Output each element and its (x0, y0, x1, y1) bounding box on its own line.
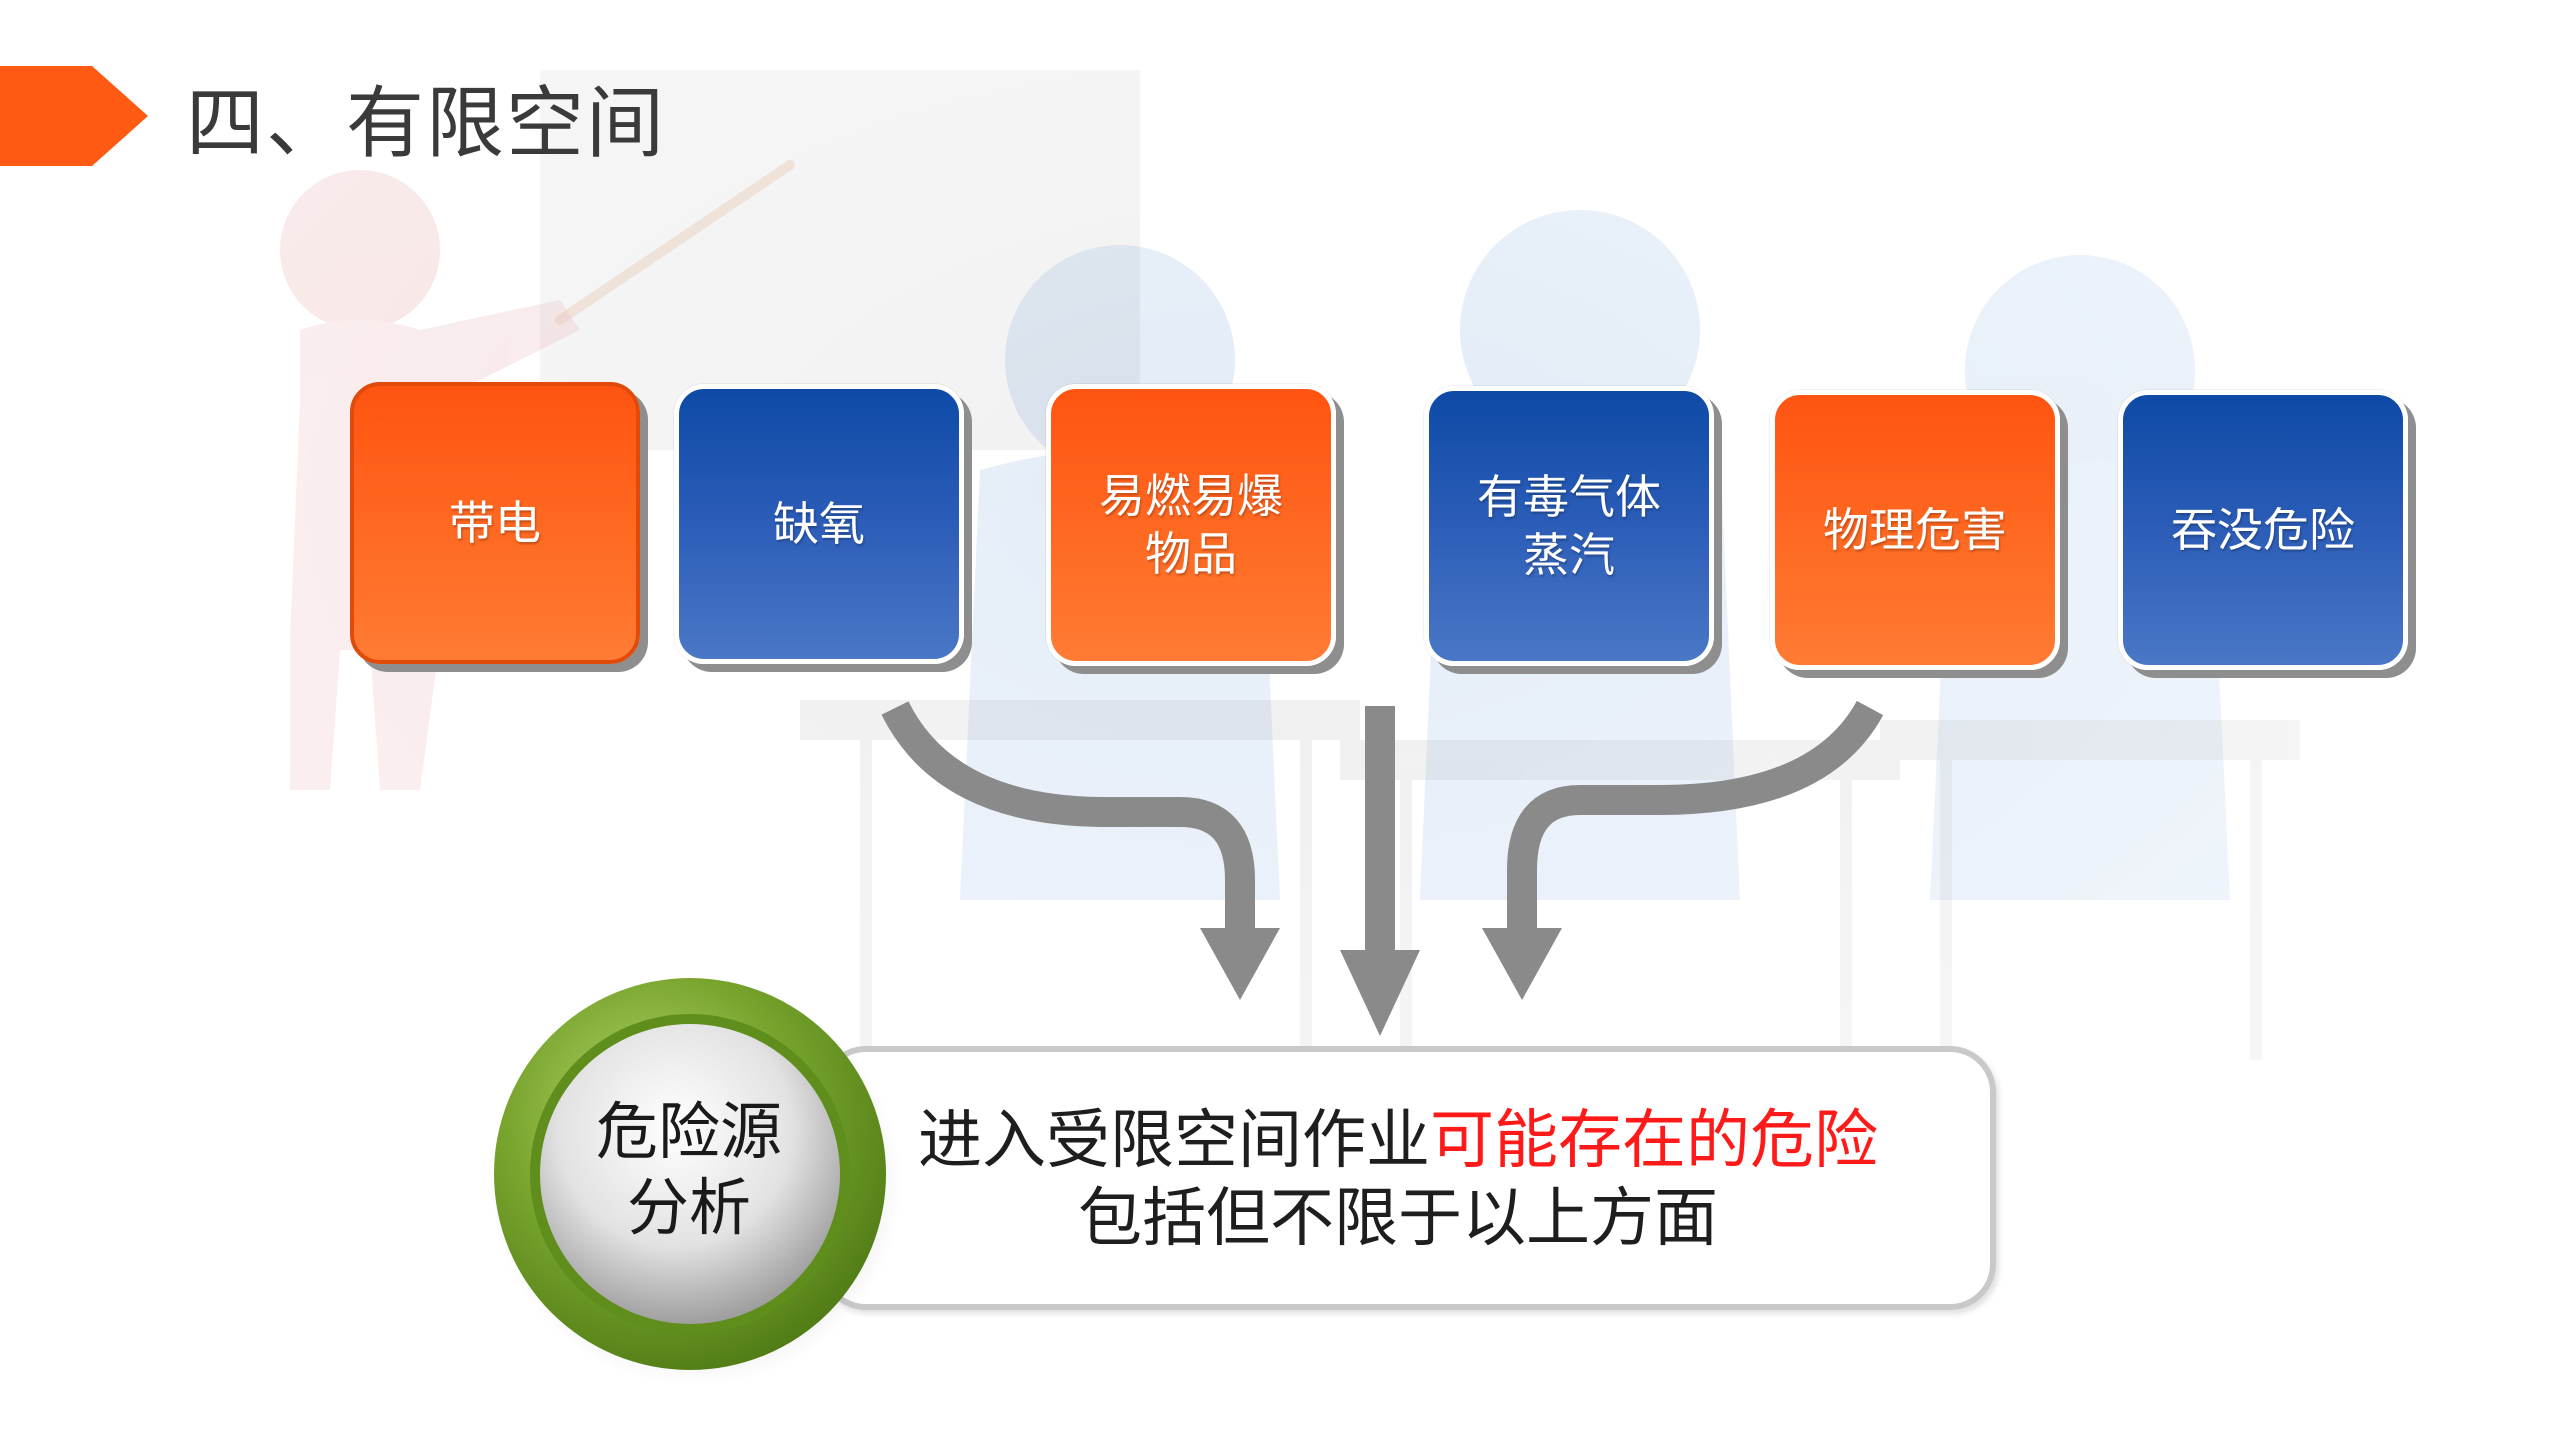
hazard-card-label: 吞没危险 (2171, 503, 2355, 557)
hazard-card-label: 物理危害 (1823, 503, 2007, 557)
hazard-card-toxic-gas[interactable]: 有毒气体 蒸汽 (1424, 386, 1714, 666)
arrow-right-head (1482, 928, 1562, 1000)
hazard-card-electric[interactable]: 带电 (350, 382, 640, 664)
hazard-card-label: 蒸汽 (1523, 528, 1615, 582)
arrow-left-head (1200, 928, 1280, 1000)
page-title: 四、有限空间 (186, 79, 667, 169)
hazard-card-label: 有毒气体 (1477, 470, 1661, 524)
hazard-card-label: 带电 (449, 496, 541, 550)
analysis-badge (490, 978, 902, 1386)
badge-label-line: 危险源 (595, 1095, 782, 1168)
summary-highlight: 可能存在的危险 (1430, 1104, 1878, 1178)
summary-line-2: 包括但不限于以上方面 (1078, 1182, 1718, 1256)
hazard-card-label: 缺氧 (773, 497, 865, 551)
hazard-card-label: 物品 (1145, 527, 1237, 581)
arrow-left-path (881, 701, 1255, 930)
hazard-card-label: 易燃易爆 (1099, 469, 1283, 523)
summary-prefix: 进入受限空间作业 (918, 1104, 1430, 1178)
hazard-card-physical[interactable]: 物理危害 (1770, 390, 2060, 670)
hazard-card-flammable[interactable]: 易燃易爆 物品 (1046, 384, 1336, 666)
hazard-card-oxygen-deficiency[interactable]: 缺氧 (674, 384, 964, 664)
arrow-center-head (1340, 950, 1420, 1036)
badge-label: 危险源 分析 (560, 1094, 818, 1246)
arrow-right-path (1507, 700, 1884, 930)
title-arrow-shape (0, 66, 148, 166)
hazard-card-engulfment[interactable]: 吞没危险 (2118, 390, 2408, 670)
summary-line-1: 进入受限空间作业可能存在的危险 (918, 1100, 1938, 1182)
badge-label-line: 分析 (626, 1171, 751, 1244)
